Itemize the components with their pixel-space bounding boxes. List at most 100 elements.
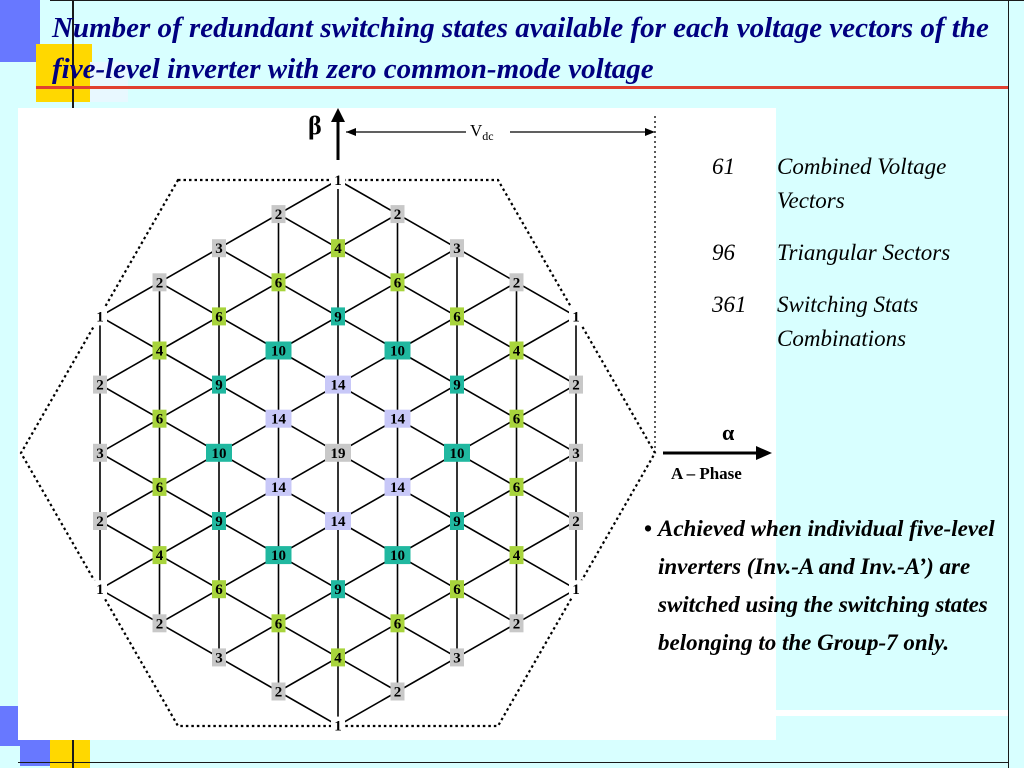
grid-edge	[456, 281, 517, 318]
beta-arrowhead	[331, 108, 345, 122]
stat-row: 361 Switching Stats Combinations	[712, 288, 1012, 356]
grid-edge	[337, 281, 398, 318]
node-box	[509, 614, 524, 633]
grid-edge	[337, 213, 398, 249]
grid-edge	[337, 622, 398, 659]
grid-edge	[397, 247, 458, 283]
grid-edge	[99, 281, 160, 318]
node-value: 6	[215, 582, 223, 598]
node-box	[450, 580, 464, 599]
switching-state-node: 14	[265, 409, 292, 428]
node-value: 3	[572, 446, 580, 462]
node-value: 1	[96, 582, 104, 598]
grid-edge	[397, 656, 458, 693]
switching-state-node: 14	[265, 477, 292, 496]
node-box	[325, 375, 351, 394]
node-box	[390, 205, 405, 224]
grid-edge	[397, 622, 458, 659]
switching-state-node: 6	[390, 273, 405, 292]
beta-label: β	[308, 111, 322, 140]
bottom-rule	[18, 762, 1008, 763]
grid-edge	[397, 588, 458, 624]
grid-edge	[516, 281, 577, 318]
grid-edge	[456, 588, 517, 624]
stat-label: Triangular Sectors	[777, 240, 951, 265]
node-value: 2	[513, 275, 521, 291]
switching-state-node: 4	[152, 546, 167, 565]
right-rule	[1008, 0, 1009, 768]
node-box	[390, 614, 405, 633]
node-value: 6	[453, 582, 461, 598]
hexagon-boundary	[19, 178, 657, 728]
switching-state-node: 4	[509, 546, 524, 565]
switching-state-node: 9	[331, 580, 345, 599]
node-box	[93, 307, 107, 326]
node-value: 14	[271, 480, 287, 496]
node-value: 9	[453, 378, 461, 394]
node-value: 9	[215, 514, 223, 530]
node-box	[152, 614, 167, 633]
grid-edge	[516, 520, 577, 556]
node-value: 6	[394, 616, 402, 632]
grid-edge	[516, 315, 577, 352]
switching-state-node: 10	[384, 341, 411, 360]
node-value: 10	[390, 548, 405, 564]
switching-state-node: 6	[212, 580, 226, 599]
node-value: 14	[390, 480, 406, 496]
node-value: 6	[156, 480, 164, 496]
node-box	[93, 443, 107, 462]
node-value: 9	[334, 582, 342, 598]
bullet-text: Achieved when individual five-level inve…	[658, 516, 995, 655]
stat-value: 361	[712, 292, 747, 317]
switching-state-node: 9	[450, 375, 464, 394]
node-box	[152, 546, 167, 565]
node-box	[450, 239, 464, 258]
node-box	[331, 580, 345, 599]
grid-edge	[159, 247, 220, 283]
switching-state-node: 14	[325, 512, 351, 530]
switching-state-node: 2	[390, 205, 405, 224]
node-value: 3	[215, 650, 223, 666]
grid-edge	[218, 588, 279, 624]
node-box	[384, 546, 411, 565]
switching-state-node: 2	[93, 375, 107, 394]
grid-edge	[99, 520, 160, 556]
switching-state-node: 9	[450, 512, 464, 530]
grid-edge	[278, 588, 339, 624]
grid-edge	[337, 656, 398, 693]
switching-state-node: 2	[390, 682, 405, 701]
grid-edge	[99, 383, 160, 420]
title-underline	[36, 86, 1008, 89]
node-value: 1	[334, 173, 342, 189]
bullet-marker: •	[644, 516, 653, 541]
switching-state-node: 2	[569, 375, 583, 394]
node-value: 19	[331, 446, 346, 462]
switching-state-node: 2	[271, 205, 286, 224]
node-value: 4	[513, 344, 521, 360]
node-value: 9	[215, 378, 223, 394]
grid-edge	[218, 213, 279, 249]
switching-state-node: 3	[212, 648, 226, 667]
node-box	[212, 512, 226, 530]
grid-edge	[159, 486, 220, 522]
grid-edge	[159, 383, 220, 420]
node-box	[212, 239, 226, 258]
grid-edge	[159, 588, 220, 624]
slide-title: Number of redundant switching states ava…	[52, 12, 989, 85]
node-box	[390, 273, 405, 292]
switching-state-node: 2	[93, 512, 107, 530]
node-value: 10	[271, 344, 286, 360]
grid-edge	[159, 281, 220, 318]
node-box	[206, 443, 232, 462]
node-box	[509, 409, 524, 428]
node-box	[331, 307, 345, 326]
switching-state-node: 4	[152, 341, 167, 360]
node-box	[509, 273, 524, 292]
node-value: 6	[394, 275, 402, 291]
node-box	[450, 648, 464, 667]
switching-state-node: 10	[384, 546, 411, 565]
node-box	[271, 682, 286, 701]
node-box	[265, 477, 292, 496]
switching-state-node: 14	[325, 375, 351, 394]
